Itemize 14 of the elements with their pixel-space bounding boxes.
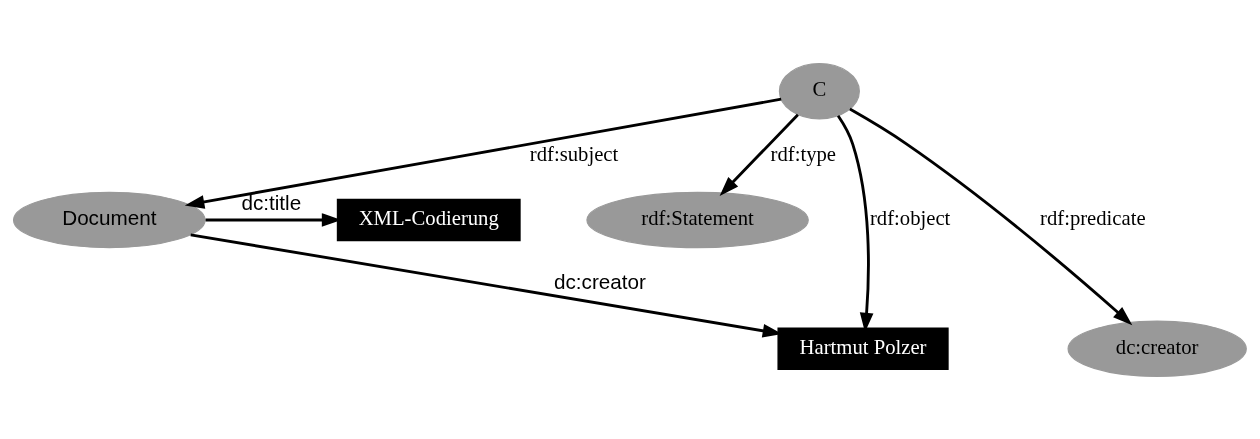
- edge-label: dc:title: [241, 190, 302, 214]
- node-ellipse: rdf:Statement: [586, 191, 809, 248]
- node-box: XML-Codierung: [336, 198, 521, 241]
- arrow: [849, 107, 1133, 325]
- node-box: Hartmut Polzer: [777, 327, 949, 370]
- edge-label: rdf:predicate: [1040, 206, 1146, 229]
- node-ellipse: dc:creator: [1067, 320, 1247, 377]
- edge-label: rdf:type: [770, 142, 837, 165]
- edge-label: rdf:object: [869, 206, 951, 229]
- edge-label: rdf:subject: [529, 142, 619, 165]
- node-ellipse: C: [778, 62, 860, 119]
- arrow: [184, 97, 782, 209]
- edge-label: dc:creator: [553, 269, 646, 293]
- arrow: [719, 113, 799, 196]
